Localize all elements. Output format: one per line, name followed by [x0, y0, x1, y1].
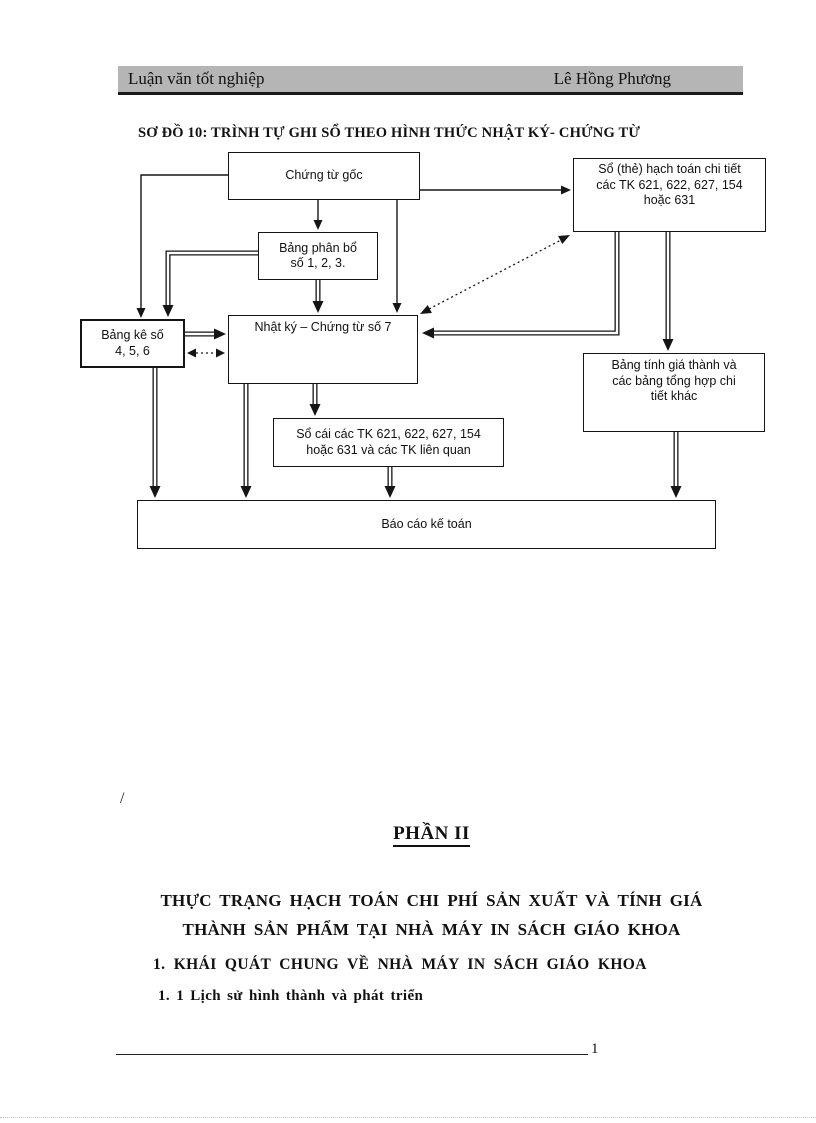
- flow-box-label: các TK 621, 622, 627, 154: [596, 177, 743, 192]
- header-right-text: Lê Hồng Phương: [553, 69, 671, 88]
- chapter-heading-line2: THÀNH SẢN PHẨM TẠI NHÀ MÁY IN SÁCH GIÁO …: [182, 920, 681, 939]
- part-title: PHẦN II: [118, 823, 745, 847]
- part-title-text: PHẦN II: [393, 823, 470, 847]
- section-heading-1-1: 1. 1 Lịch sử hình thành và phát triển: [158, 988, 424, 1004]
- flow-box-label: hoặc 631 và các TK liên quan: [306, 442, 471, 457]
- flow-box-so-cai: Sổ cái các TK 621, 622, 627, 154 hoặc 63…: [273, 418, 504, 467]
- flow-box-bao-cao-ke-toan: Báo cáo kế toán: [137, 500, 716, 549]
- flow-box-label: các bảng tổng hợp chi: [612, 373, 736, 388]
- flow-box-label: Chứng từ gốc: [285, 168, 363, 183]
- flow-box-label: Sổ (thẻ) hạch toán chi tiết: [598, 162, 741, 176]
- flow-box-nhat-ky-chung-tu: Nhật ký – Chứng từ số 7: [228, 315, 418, 384]
- page-header-bar: Luận văn tốt nghiệp Lê Hồng Phương: [118, 66, 743, 95]
- stray-slash-mark: /: [120, 790, 125, 807]
- footer-rule: [116, 1054, 588, 1055]
- flow-box-label: Bảng kê số: [101, 328, 164, 342]
- chapter-heading: THỰC TRẠNG HẠCH TOÁN CHI PHÍ SẢN XUẤT VÀ…: [118, 886, 745, 944]
- double-line-arrows-inner: [153, 232, 678, 487]
- dotted-arrows: [196, 239, 562, 354]
- flow-box-label: Bảng tính giá thành và: [611, 358, 737, 372]
- flow-box-bang-phan-bo: Bảng phân bổ số 1, 2, 3.: [258, 232, 378, 280]
- page-bottom-dotted-line: [0, 1117, 816, 1118]
- flow-box-label: hoặc 631: [643, 193, 696, 207]
- arrowheads: [136, 185, 682, 498]
- flow-box-label: Bảng phân bổ: [279, 240, 357, 255]
- flow-box-label: Sổ cái các TK 621, 622, 627, 154: [296, 427, 481, 441]
- flow-box-label: Nhật ký – Chứng từ số 7: [254, 320, 392, 334]
- section-heading-1: 1. KHÁI QUÁT CHUNG VỀ NHÀ MÁY IN SÁCH GI…: [153, 956, 647, 973]
- diagram-title: SƠ ĐỒ 10: TRÌNH TỰ GHI SỔ THEO HÌNH THỨC…: [138, 125, 641, 141]
- single-line-arrows: [140, 174, 562, 309]
- page-number: 1: [591, 1041, 599, 1057]
- flow-box-label: Báo cáo kế toán: [381, 516, 472, 531]
- flow-box-chung-tu-goc: Chứng từ gốc: [228, 152, 420, 200]
- flow-box-bang-ke: Bảng kê số 4, 5, 6: [80, 319, 185, 368]
- header-left-text: Luận văn tốt nghiệp: [128, 69, 265, 88]
- flowchart-arrows: [136, 174, 682, 498]
- chapter-heading-line1: THỰC TRẠNG HẠCH TOÁN CHI PHÍ SẢN XUẤT VÀ…: [160, 891, 703, 910]
- flow-box-so-the-hach-toan: Sổ (thẻ) hạch toán chi tiết các TK 621, …: [573, 158, 766, 232]
- flow-box-label: 4, 5, 6: [115, 343, 150, 358]
- flow-box-label: tiết khác: [650, 389, 698, 403]
- flow-box-label: số 1, 2, 3.: [290, 256, 346, 270]
- flow-box-bang-tinh-gia-thanh: Bảng tính giá thành và các bảng tổng hợp…: [583, 353, 765, 432]
